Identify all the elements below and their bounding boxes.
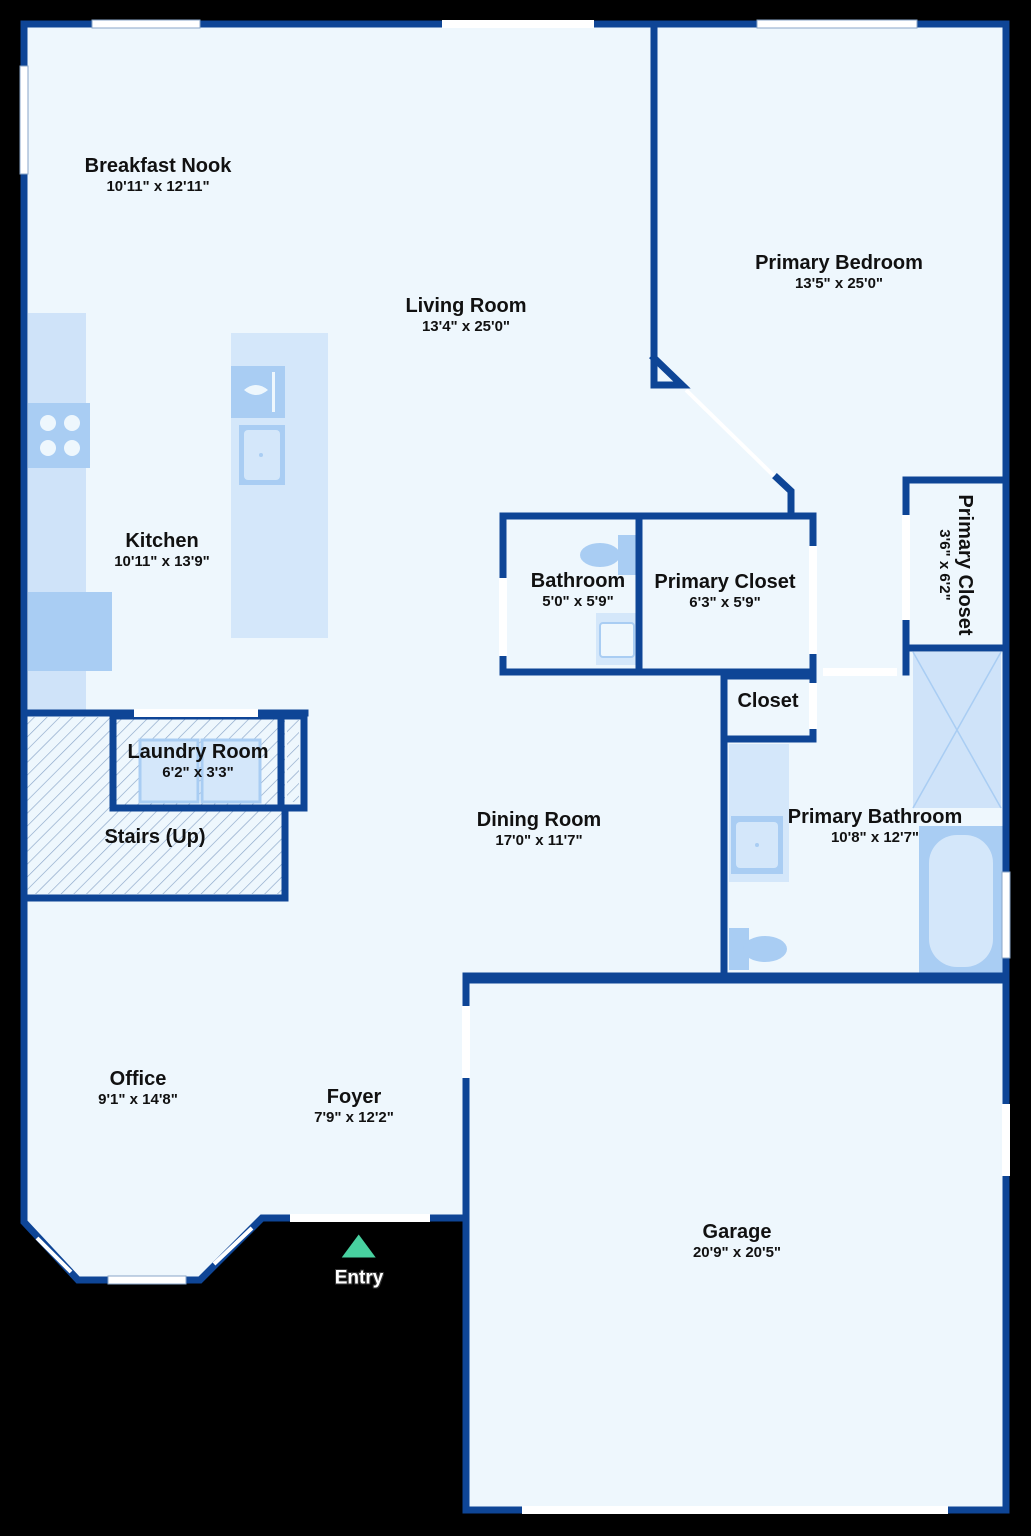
room-dims: 7'9" x 12'2" [314, 1109, 394, 1126]
entry-marker: Entry [334, 1234, 384, 1290]
room-label-kitchen: Kitchen 10'11" x 13'9" [114, 530, 210, 572]
room-name: Stairs (Up) [104, 826, 206, 848]
room-name: Garage [702, 1221, 772, 1243]
cooktop-icon [28, 403, 90, 468]
room-label-primary-bathroom: Primary Bathroom 10'8" x 12'7" [788, 806, 963, 848]
room-dims: 17'0" x 11'7" [495, 832, 583, 849]
room-label-garage: Garage 20'9" x 20'5" [693, 1221, 781, 1263]
shower-icon [912, 651, 1002, 809]
room-label-closet: Closet [737, 690, 798, 712]
windows [19, 19, 1011, 1514]
room-label-primary-closet-2: Primary Closet 3'6" x 6'2" [934, 494, 976, 635]
sink-icon [239, 425, 285, 485]
room-label-living-room: Living Room 13'4" x 25'0" [405, 295, 526, 337]
room-label-office: Office 9'1" x 14'8" [98, 1068, 178, 1110]
garage-floor [466, 980, 1006, 1510]
room-dims: 20'9" x 20'5" [692, 1244, 782, 1261]
room-name: Primary Bedroom [755, 252, 923, 274]
toilet-icon [580, 535, 636, 575]
washer-dryer-icon [138, 738, 262, 804]
room-dims: 13'4" x 25'0" [421, 318, 511, 335]
room-dims: 5'0" x 5'9" [542, 593, 614, 610]
room-name: Foyer [326, 1086, 382, 1108]
laundry-shelf [287, 720, 299, 802]
room-name: Primary Closet [654, 571, 796, 593]
room-label-stairs: Stairs (Up) [104, 826, 205, 848]
room-label-primary-closet: Primary Closet 6'3" x 5'9" [654, 571, 795, 613]
room-name: Living Room [405, 295, 527, 317]
vanity-sink-icon [731, 816, 783, 874]
room-dims: 3'6" x 6'2" [936, 529, 953, 601]
room-dims: 6'2" x 3'3" [162, 764, 234, 781]
room-dims: 6'3" x 5'9" [689, 594, 761, 611]
room-name: Dining Room [476, 809, 602, 831]
room-name: Bathroom [530, 570, 626, 592]
room-dims: 10'11" x 12'11" [106, 178, 210, 195]
room-dims: 10'11" x 13'9" [114, 553, 210, 570]
primary-toilet-icon [729, 928, 787, 970]
angled-windows [35, 388, 776, 1274]
room-name: Laundry Room [127, 741, 269, 763]
room-name: Breakfast Nook [84, 155, 232, 177]
room-name: Office [109, 1068, 167, 1090]
bathtub-icon [919, 826, 1003, 974]
room-name: Closet [737, 690, 799, 712]
entry-arrow-icon [341, 1234, 376, 1258]
room-name: Primary Bathroom [787, 806, 963, 828]
room-dims: 9'1" x 14'8" [98, 1091, 178, 1108]
room-label-dining-room: Dining Room 17'0" x 11'7" [477, 809, 601, 851]
room-name: Kitchen [125, 530, 199, 552]
room-label-bathroom: Bathroom 5'0" x 5'9" [531, 570, 625, 612]
room-label-breakfast-nook: Breakfast Nook 10'11" x 12'11" [85, 155, 232, 197]
dishwasher-icon [231, 366, 285, 418]
room-label-laundry-room: Laundry Room 6'2" x 3'3" [127, 741, 268, 783]
room-name: Primary Closet [954, 494, 976, 636]
bathroom-sink-icon [596, 613, 638, 665]
entry-label: Entry [334, 1267, 384, 1289]
room-dims: 10'8" x 12'7" [830, 829, 920, 846]
refrigerator-icon [28, 592, 112, 671]
room-label-foyer: Foyer 7'9" x 12'2" [314, 1086, 394, 1128]
room-dims: 13'5" x 25'0" [794, 275, 884, 292]
room-label-primary-bedroom: Primary Bedroom 13'5" x 25'0" [755, 252, 923, 294]
